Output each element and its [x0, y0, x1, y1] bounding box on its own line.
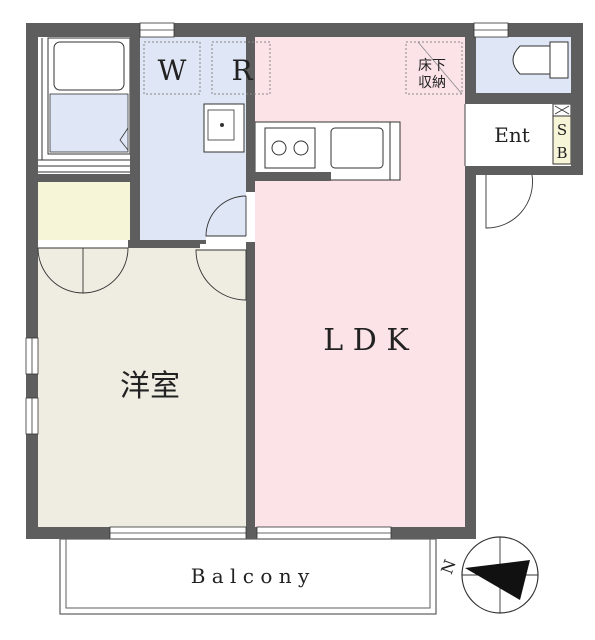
- washroom-label: W: [158, 54, 187, 87]
- ldk-floor: [255, 37, 465, 527]
- shoe-box-label-1: S: [557, 121, 567, 139]
- washbasin: [203, 103, 245, 153]
- refrigerator-label: R: [231, 54, 253, 87]
- entrance-floor: [475, 104, 553, 166]
- western-room-floor: [38, 248, 246, 527]
- underfloor-storage-label-1: 床下: [418, 58, 446, 74]
- north-label: N: [437, 557, 460, 577]
- underfloor-storage-label-2: 収納: [418, 75, 446, 91]
- door-openings: [38, 104, 476, 250]
- ldk-label: L D K: [323, 323, 409, 358]
- compass: N: [437, 536, 539, 614]
- shoe-box-label-2: B: [556, 144, 567, 162]
- toilet: [512, 41, 569, 79]
- entrance-label: Ent: [494, 123, 530, 147]
- bathtub: [38, 37, 131, 173]
- washroom-label-box: [143, 41, 201, 95]
- kitchen-counter: [254, 121, 401, 181]
- western-room-label: 洋室: [120, 369, 180, 404]
- refrigerator-label-box: [211, 41, 271, 95]
- door-swings: [37, 104, 533, 301]
- compass-north-arrow-icon: [465, 560, 530, 600]
- underfloor-storage-box: [405, 41, 463, 95]
- balcony-label: B a l c o n y: [191, 564, 310, 588]
- closet-floor: [38, 182, 130, 240]
- balcony: [59, 538, 437, 615]
